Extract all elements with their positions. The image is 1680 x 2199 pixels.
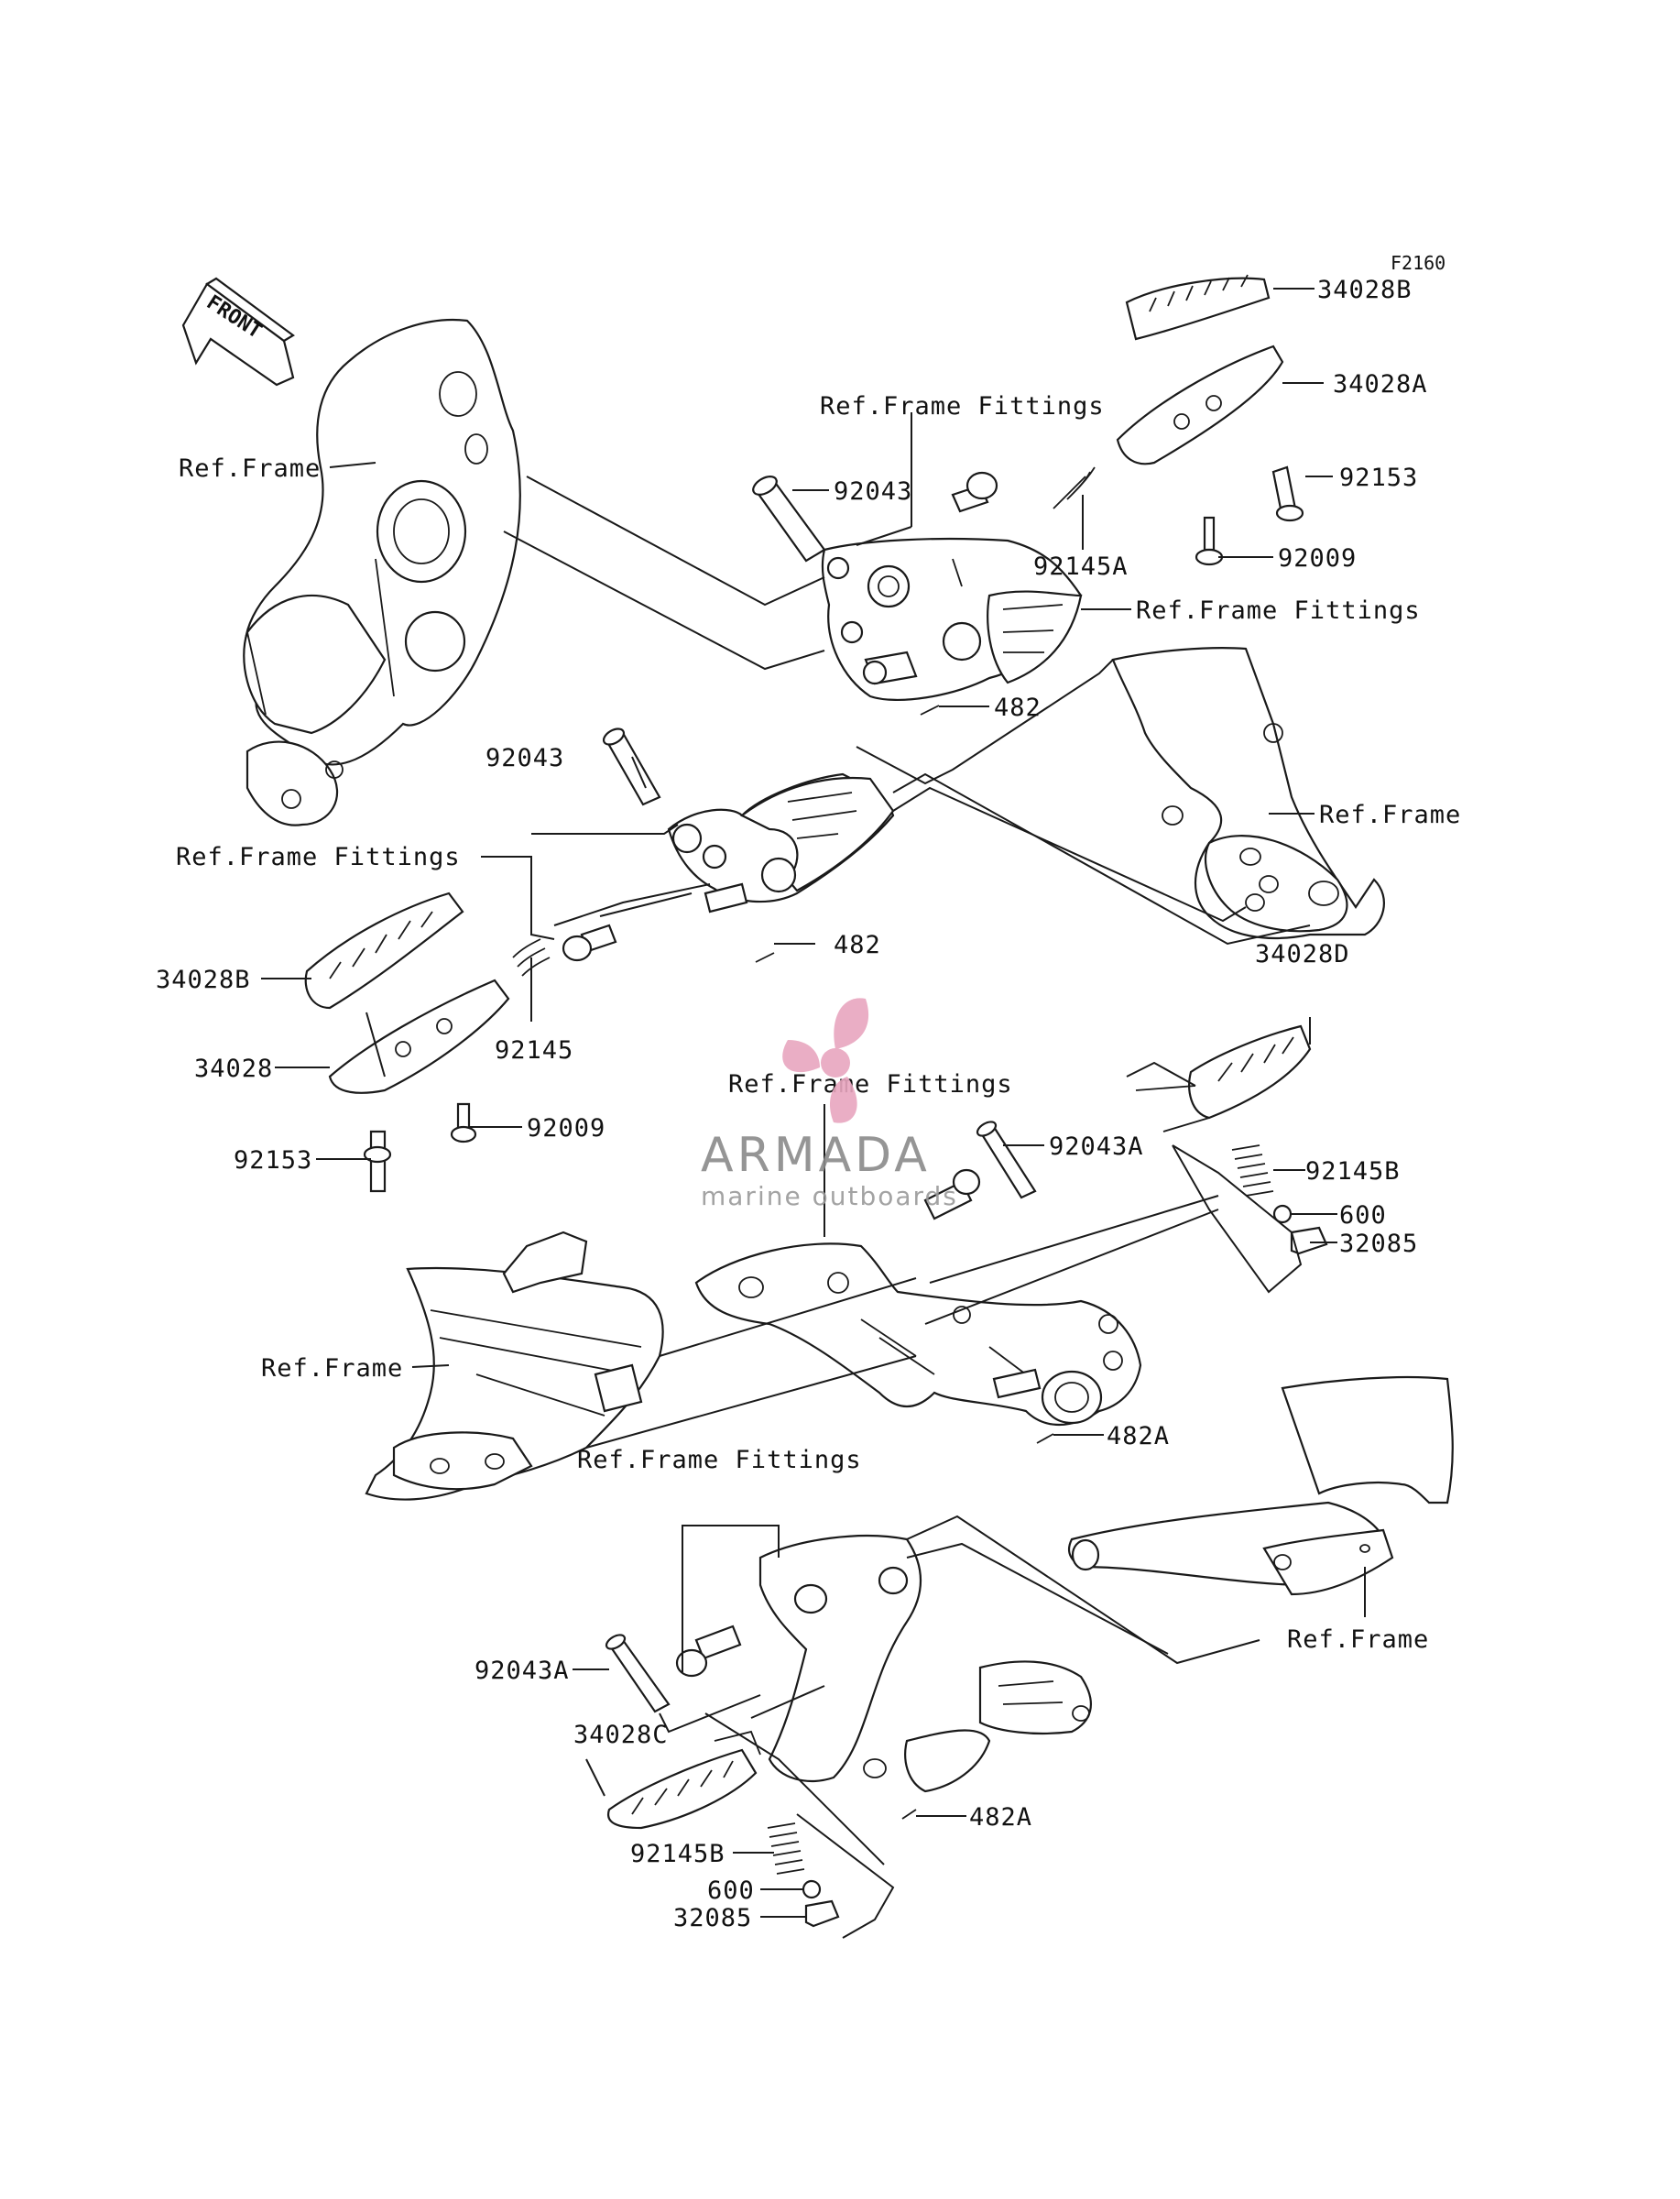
label-92145: 92145 (495, 1036, 573, 1065)
spring-92145 (512, 938, 551, 977)
diagram-code: F2160 (1391, 252, 1445, 274)
pin-92043-top (752, 476, 826, 563)
frame-top-left (243, 319, 521, 826)
ball-600-bottom (802, 1879, 822, 1899)
label-92043-mid: 92043 (485, 744, 564, 772)
watermark: ARMADA marine outboards (701, 998, 958, 1211)
bolt-mid-left (562, 924, 617, 962)
leader-lines (261, 288, 1366, 1918)
footpeg-34028d (1135, 1024, 1312, 1132)
footpeg-rubber-34028b-top (1125, 274, 1271, 341)
cotter-pin-482a-mid (1036, 1433, 1054, 1444)
callout-labels: Ref.Frame Ref.Frame Fittings 92043 92145… (156, 276, 1461, 1932)
label-92145a: 92145A (1033, 552, 1129, 581)
label-92009-top: 92009 (1278, 544, 1357, 573)
bolt-92009-top (1195, 516, 1224, 566)
label-92009-left: 92009 (527, 1114, 605, 1143)
bolt-center (923, 1168, 981, 1220)
ball-600-right (1272, 1204, 1293, 1224)
cotter-pin-482-top (920, 705, 940, 716)
label-ref-frame-fittings-center: Ref.Frame Fittings (728, 1070, 1013, 1099)
footpeg-34028a (1116, 345, 1284, 465)
label-ref-frame-bottom-right: Ref.Frame (1287, 1625, 1429, 1654)
label-92145b-right: 92145B (1305, 1157, 1401, 1186)
bolt-bottom (675, 1625, 742, 1678)
cotter-pin-482-mid (755, 952, 775, 963)
label-34028a: 34028A (1333, 370, 1428, 399)
bolt-92153-left (363, 1130, 392, 1193)
spring-92145a (1053, 466, 1096, 509)
spring-92145b-right (1231, 1144, 1274, 1197)
footpeg-rubber-34028b-left (304, 892, 464, 1010)
label-92153-top: 92153 (1339, 464, 1418, 492)
label-482-top: 482 (994, 694, 1042, 722)
label-34028d: 34028D (1255, 940, 1350, 968)
bolt-92153-top (1271, 465, 1304, 522)
bolt-top-center (951, 471, 998, 513)
pin-92043-mid (602, 728, 661, 806)
reference-lines (503, 476, 1311, 1939)
holder-32085-right (1290, 1226, 1328, 1255)
bolt-92009-left (450, 1102, 477, 1143)
label-482a-bottom: 482A (969, 1803, 1032, 1832)
watermark-brand: ARMADA (701, 1128, 931, 1183)
frame-mid-right (1111, 647, 1385, 940)
propeller-logo-icon (782, 998, 869, 1123)
cotter-pin-482a-bottom (901, 1809, 917, 1820)
footpeg-34028c (606, 1730, 761, 1830)
label-ref-frame-fittings-bottom: Ref.Frame Fittings (577, 1446, 862, 1474)
pin-92043a-bottom (605, 1634, 671, 1713)
holder-32085-bottom (804, 1899, 840, 1928)
label-34028: 34028 (194, 1055, 273, 1083)
front-arrow-icon: FRONT (181, 277, 295, 387)
label-92153-left: 92153 (234, 1146, 312, 1175)
label-ref-frame-fittings-right: Ref.Frame Fittings (1136, 596, 1421, 625)
spring-92145b-bottom (767, 1822, 805, 1875)
label-482a-mid: 482A (1107, 1422, 1170, 1450)
pin-92043a-mid (976, 1121, 1037, 1199)
label-ref-frame-fittings-left: Ref.Frame Fittings (176, 843, 461, 871)
bracket-bottom (758, 1535, 1092, 1793)
label-92043a-bottom: 92043A (475, 1657, 570, 1685)
label-92043a-mid: 92043A (1049, 1132, 1144, 1161)
footpeg-34028 (328, 979, 510, 1094)
label-ref-frame-fittings-top: Ref.Frame Fittings (820, 392, 1105, 421)
label-ref-frame-top-left: Ref.Frame (179, 454, 321, 483)
label-32085-right: 32085 (1339, 1230, 1418, 1258)
label-92043-top: 92043 (834, 477, 912, 506)
label-34028b-left: 34028B (156, 966, 251, 994)
label-482-mid: 482 (834, 931, 881, 959)
bracket-mid-left (667, 772, 895, 914)
label-32085-bottom: 32085 (673, 1904, 752, 1932)
label-34028b-top: 34028B (1317, 276, 1413, 304)
frame-lower-left (365, 1231, 664, 1501)
label-600-bottom: 600 (707, 1876, 755, 1905)
label-ref-frame-right: Ref.Frame (1319, 801, 1461, 829)
label-600-right: 600 (1339, 1201, 1387, 1230)
watermark-tagline: marine outboards (701, 1181, 958, 1211)
frame-lower-right (1067, 1375, 1454, 1596)
label-34028c: 34028C (573, 1721, 669, 1749)
label-ref-frame-lower-left: Ref.Frame (261, 1354, 403, 1383)
bracket-top-center (821, 537, 1083, 702)
bracket-center-large (694, 1242, 1142, 1427)
label-92145b-bottom: 92145B (630, 1840, 725, 1868)
